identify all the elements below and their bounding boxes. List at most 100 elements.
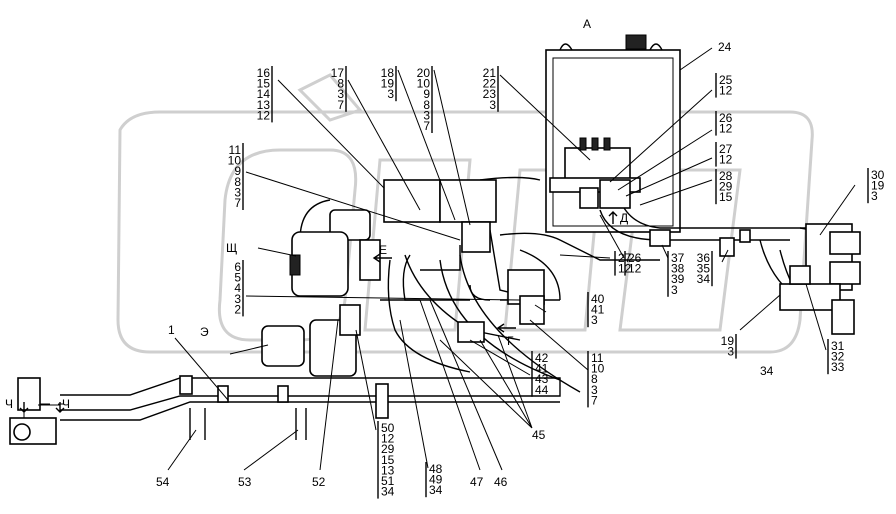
leader-lines [40,47,856,471]
callout-number: 3 [727,345,734,359]
callout-number: 3 [234,292,241,306]
callout-number: 35 [697,262,711,276]
callout-number: 15 [381,453,395,467]
callout-number: 7 [423,119,430,133]
callout-number: 19 [381,77,395,91]
callout-number: 3 [591,313,598,327]
callout-c1: 1 [168,323,175,337]
callout-c46: 46 [494,475,508,489]
callout-number: 8 [337,77,344,91]
callout-number: 54 [156,475,170,489]
callout-number: 8 [423,98,430,112]
callout-number: 51 [381,474,395,488]
callout-number: 40 [591,292,605,306]
callout-number: 21 [483,66,497,80]
callout-number: 3 [387,87,394,101]
callout-number: 5 [234,271,241,285]
callout-number: 14 [257,87,271,101]
callout-c53: 53 [238,475,252,489]
callout-number: 50 [381,421,395,435]
callout-number: 47 [470,475,484,489]
callout-number: 8 [591,372,598,386]
callout-number: 29 [381,442,395,456]
callout-number: 8 [234,175,241,189]
callout-number: 23 [483,87,497,101]
callout-number: 39 [671,272,685,286]
callout-number: 3 [337,87,344,101]
callout-number: 32 [831,350,845,364]
callout-number: 22 [483,77,497,91]
callout-number: 3 [871,189,878,203]
view-label-d: Д [620,211,628,225]
view-label-e: Е [379,243,387,257]
callout-number: 53 [238,475,252,489]
callout-c19: 193 [721,334,737,359]
callout-number: 46 [494,475,508,489]
callout-number: 29 [719,180,733,194]
callout-number: 6 [234,260,241,274]
callout-number: 12 [628,262,642,276]
callout-number: 49 [429,473,443,487]
callout-number: 13 [381,463,395,477]
callout-number: 16 [257,66,271,80]
view-label-a: А [583,17,591,31]
view-label-g: Г [507,334,514,348]
callout-number: 7 [234,196,241,210]
view-arrows [19,211,618,413]
callout-number: 24 [718,40,732,54]
callout-number: 3 [591,383,598,397]
callout-number: 18 [381,66,395,80]
callout-number: 10 [591,362,605,376]
callout-number: 15 [257,77,271,91]
callout-number: 3 [423,108,430,122]
callout-number: 34 [381,485,395,499]
callout-number: 11 [229,143,242,157]
callout-number: 13 [257,98,271,112]
callout-number: 12 [381,432,395,446]
callout-number: 12 [719,153,733,167]
callout-number: 37 [671,251,685,265]
callout-number: 3 [671,283,678,297]
callout-number: 12 [257,108,271,122]
callout-number: 28 [719,169,733,183]
callout-number: 34 [697,272,711,286]
callout-number: 2 [234,302,241,316]
view-label-ch-right: Ч [62,397,70,411]
callout-number: 31 [831,339,845,353]
callout-number: 3 [489,98,496,112]
view-letters: А Д Е Г Щ Э Ч Ч [5,17,628,411]
callout-number: 27 [719,142,733,156]
callout-number: 15 [719,190,733,204]
callout-c45: 45 [532,428,546,442]
callout-number: 52 [312,475,326,489]
callout-number: 20 [417,66,431,80]
callout-c34b: 34 [760,364,774,378]
callout-number: 11 [591,351,604,365]
callout-number: 12 [719,122,733,136]
callout-number: 30 [871,168,885,182]
callout-number: 17 [331,66,345,80]
callout-number: 43 [535,372,549,386]
callout-number: 19 [721,334,735,348]
tank-24 [545,34,681,233]
